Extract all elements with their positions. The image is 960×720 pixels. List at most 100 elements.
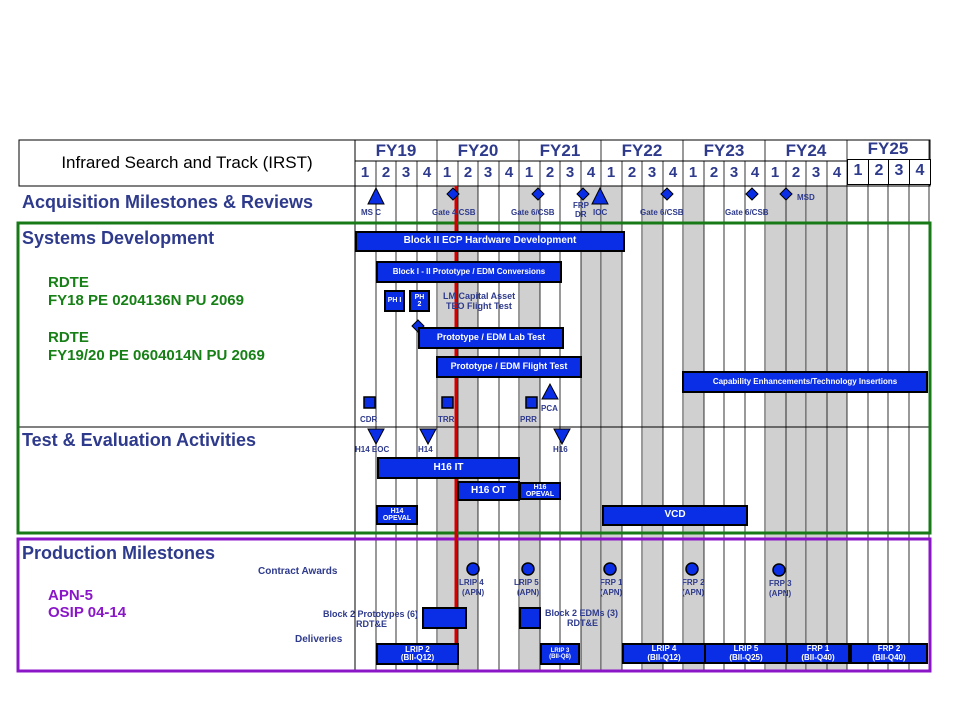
- gate6-fy21-label: Gate 6/CSB: [511, 208, 555, 217]
- lm-asset-label-a: LM Capital Asset: [443, 291, 516, 301]
- proto-flight-bar: Prototype / EDM Flight Test: [436, 356, 582, 378]
- frp-dr-label-a: FRP: [573, 201, 589, 210]
- frp1-delivery-line2: (BII-Q40): [801, 652, 835, 662]
- fy-label-fy24: FY24: [785, 141, 827, 160]
- lm-asset-label-b: TEO Flight Test: [446, 301, 512, 311]
- frp1-award-circle-icon: [603, 562, 617, 576]
- frp2-award-label-b: (APN): [682, 588, 705, 597]
- block2-ecp-bar: Block II ECP Hardware Development: [355, 231, 625, 252]
- osip-label: OSIP 04-14: [48, 604, 127, 621]
- lrip4-delivery-line1: LRIP 4: [651, 644, 677, 654]
- block2-edms-label: Block 2 EDMs (3): [545, 608, 619, 618]
- block2-edms-bar: [519, 607, 541, 629]
- capability-bar: Capability Enhancements/Technology Inser…: [682, 371, 928, 393]
- contract-awards-label: Contract Awards: [258, 566, 338, 577]
- fy-label-fy20: FY20: [457, 141, 499, 160]
- h16-it-bar-label: H16 IT: [433, 461, 464, 473]
- quarter-cell: 4: [832, 164, 842, 181]
- frp3-award-label-b: (APN): [769, 589, 792, 598]
- shade-fy23-q1: [684, 186, 704, 670]
- quarter-cell: 4: [504, 164, 514, 181]
- production-section-title: Production Milestones: [22, 543, 216, 563]
- fy-label-fy23: FY23: [703, 141, 745, 160]
- h14-opeval-line1: H14: [390, 507, 404, 515]
- ph1-bar: PH I: [384, 290, 405, 312]
- systems-section-title: Systems Development: [22, 228, 215, 248]
- quarter-cell: 1: [524, 164, 534, 181]
- cdr-square-icon: [363, 396, 376, 409]
- lrip4-delivery-line2: (BII-Q12): [647, 652, 681, 662]
- trr-label: TRR: [438, 415, 455, 424]
- lrip3-delivery-bar: LRIP 3(BII-Q8): [540, 643, 580, 665]
- program-title: Infrared Search and Track (IRST): [61, 153, 313, 172]
- lrip5-award-label-a: LRIP 5: [514, 578, 539, 587]
- quarter-cell: 4: [668, 164, 678, 181]
- quarter-cell: 1: [360, 164, 370, 181]
- rdte-pe-2: FY19/20 PE 0604014N PU 2069: [48, 347, 265, 364]
- proto-lab-bar: Prototype / EDM Lab Test: [418, 327, 564, 349]
- fy-label-fy19: FY19: [375, 141, 417, 160]
- quarter-cell: 3: [565, 164, 575, 181]
- quarter-cell: 3: [888, 159, 910, 185]
- ioc-triangle-icon: [591, 186, 609, 205]
- vcd-bar: VCD: [602, 505, 748, 526]
- h14-triangle-icon: [419, 428, 437, 446]
- quarter-cell: 2: [545, 164, 555, 181]
- shade-fy24-q4: [827, 186, 847, 670]
- ms-c-label: MS C: [361, 208, 381, 217]
- frp1-delivery-bar: FRP 1(BII-Q40): [786, 643, 850, 664]
- proto-flight-bar-label: Prototype / EDM Flight Test: [450, 361, 568, 372]
- block1-proto-bar: Block I - II Prototype / EDM Conversions: [376, 261, 562, 283]
- fy-label-fy21: FY21: [539, 141, 581, 160]
- quarter-cell: 4: [750, 164, 760, 181]
- block2-edms-rdte: RDT&E: [567, 618, 598, 628]
- quarter-cell: 3: [483, 164, 493, 181]
- gate4-label: Gate 4/CSB: [432, 208, 476, 217]
- frp-dr-label-b: DR: [575, 210, 587, 219]
- vcd-bar-label: VCD: [664, 509, 686, 521]
- h16-opeval-line1: H16: [533, 483, 547, 491]
- frp1-delivery-line1: FRP 1: [806, 644, 830, 654]
- lrip5-delivery-line1: LRIP 5: [733, 644, 759, 654]
- quarter-cell: 1: [442, 164, 452, 181]
- gate6-fy23-diamond-icon: [745, 187, 759, 201]
- cdr-label: CDR: [360, 415, 378, 424]
- quarter-cell: 2: [463, 164, 473, 181]
- lrip3-delivery-line1: LRIP 3: [550, 647, 570, 654]
- test-section-title: Test & Evaluation Activities: [22, 430, 257, 450]
- pca-label: PCA: [541, 404, 558, 413]
- acquisition-section-title: Acquisition Milestones & Reviews: [22, 192, 314, 212]
- shade-fy22-q3: [643, 186, 663, 670]
- lrip4-award-label-b: (APN): [462, 588, 485, 597]
- frp3-award-circle-icon: [772, 563, 786, 577]
- quarter-cell: 1: [847, 159, 869, 185]
- ph2-bar: PH 2: [409, 290, 430, 312]
- h16-it-bar: H16 IT: [377, 457, 520, 479]
- quarter-cell: 4: [586, 164, 596, 181]
- gate6-fy22-label: Gate 6/CSB: [640, 208, 684, 217]
- fy-label-fy22: FY22: [621, 141, 663, 160]
- quarter-cell: 3: [811, 164, 821, 181]
- quarter-cell: 2: [627, 164, 637, 181]
- quarter-cell: 2: [791, 164, 801, 181]
- shade-fy24-q3: [807, 186, 827, 670]
- deliveries-label: Deliveries: [295, 634, 343, 645]
- frp3-award-label-a: FRP 3: [769, 579, 792, 588]
- block2-prototypes-label: Block 2 Prototypes (6): [323, 609, 419, 619]
- quarter-cell: 1: [606, 164, 616, 181]
- ioc-label: IOC: [593, 208, 608, 217]
- quarter-cell: 3: [647, 164, 657, 181]
- lrip3-delivery-line2: (BII-Q8): [549, 654, 571, 660]
- h14-label: H14: [418, 445, 433, 454]
- production-section-border: [16, 537, 932, 673]
- h16-ot-bar-label: H16 OT: [470, 484, 506, 496]
- ms-c-triangle-icon: [367, 186, 385, 205]
- quarter-cell: 4: [422, 164, 432, 181]
- h14-opeval-line2: OPEVAL: [382, 515, 412, 522]
- prr-label: PRR: [520, 415, 537, 424]
- msd-diamond-icon: [779, 187, 793, 201]
- shade-fy20-q1: [438, 186, 458, 670]
